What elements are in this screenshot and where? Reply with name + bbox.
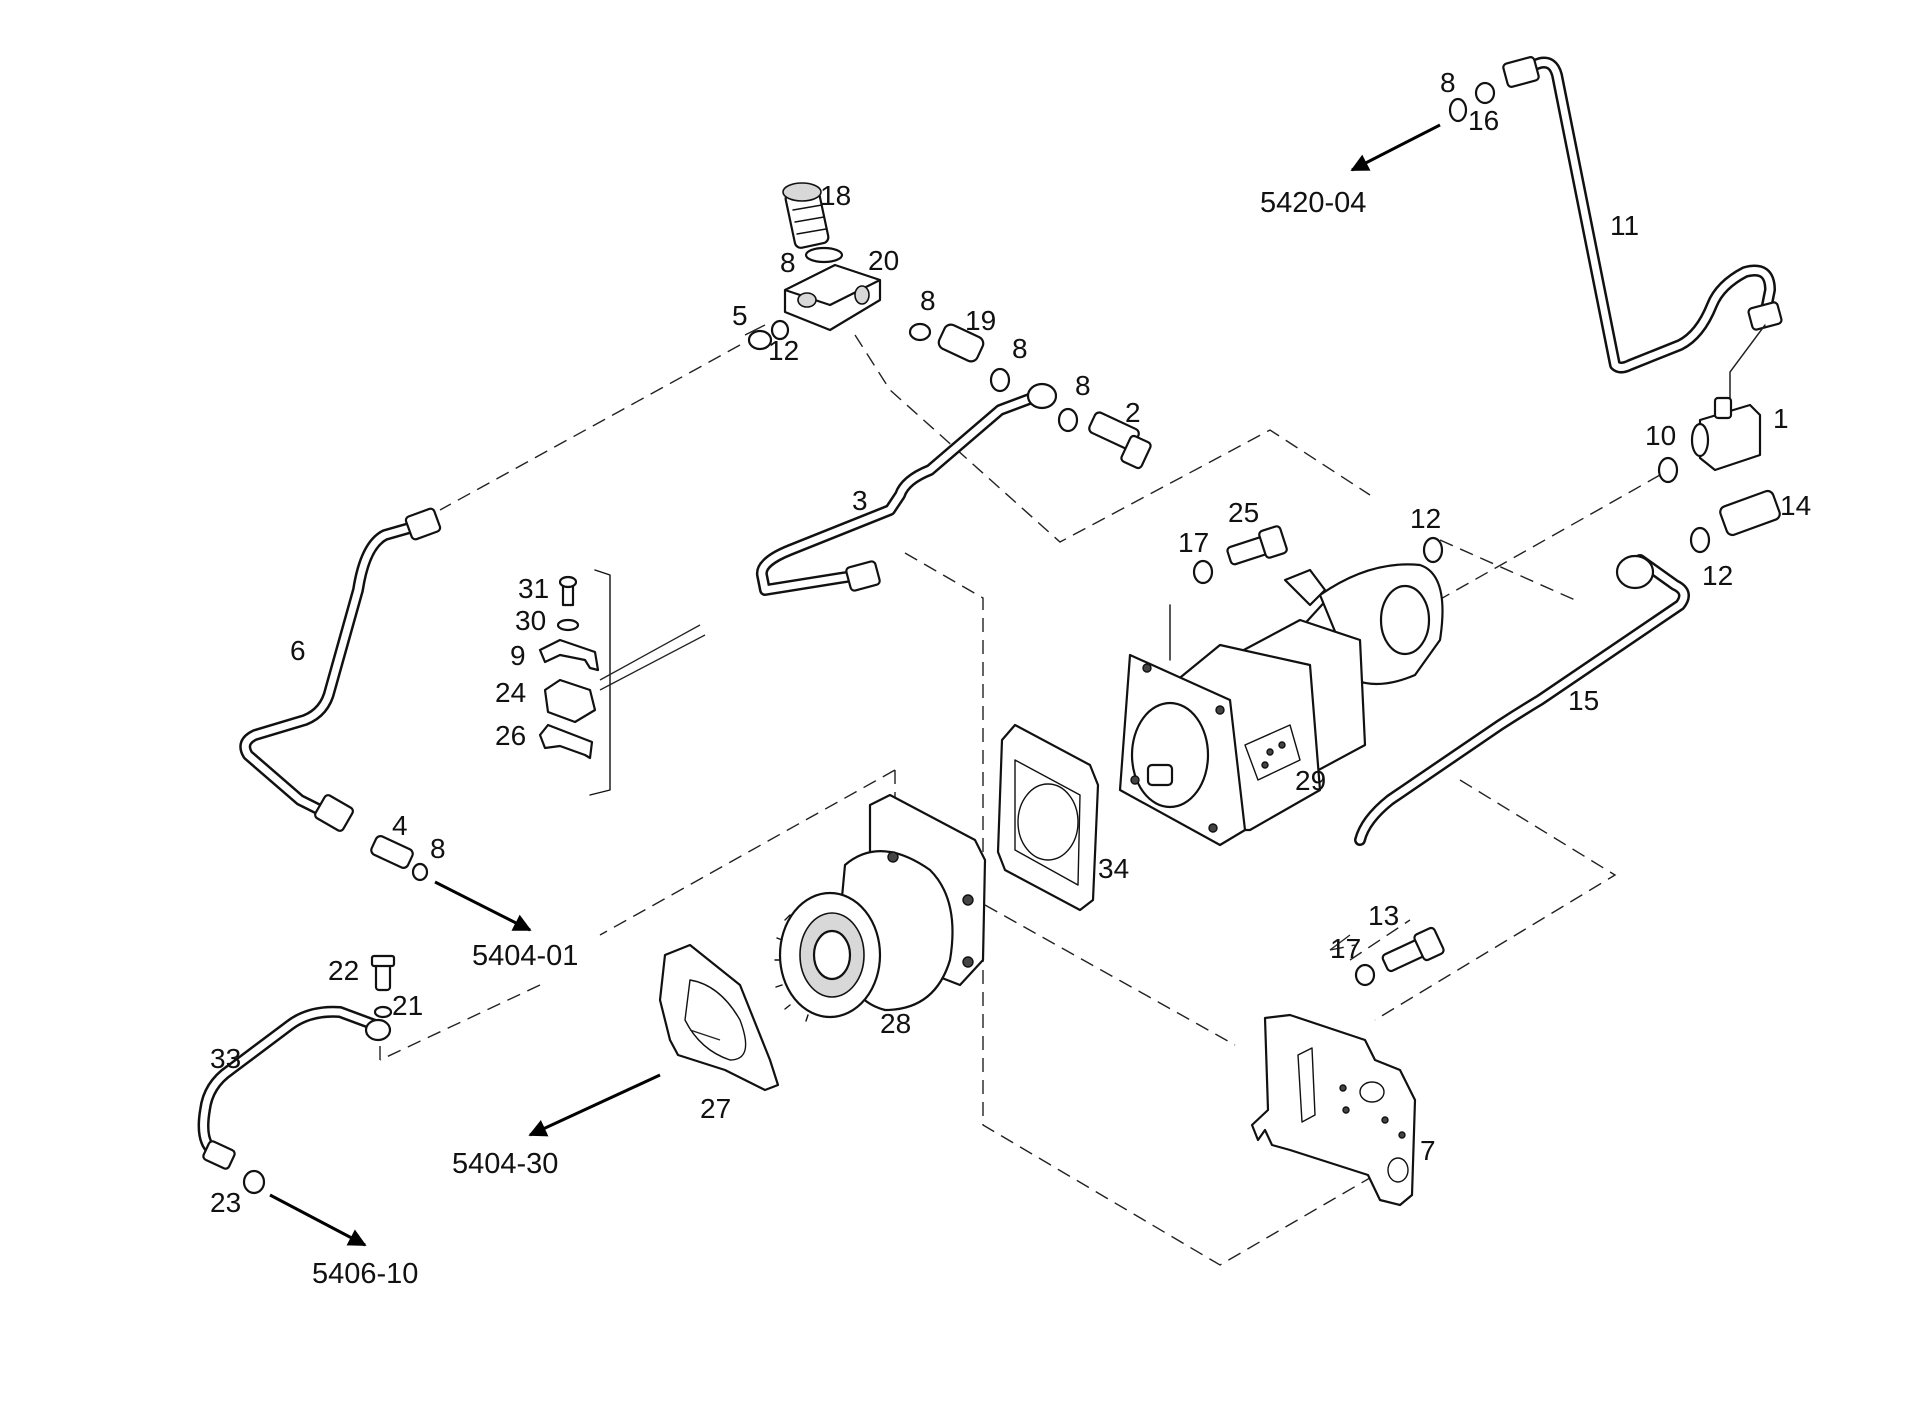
label-part-12-pump: 12 [1410, 503, 1441, 534]
seals-8-16-top [1448, 81, 1496, 123]
label-part-8-nipple-right: 8 [1012, 333, 1028, 364]
label-part-4: 4 [392, 810, 408, 841]
reference-5420-04: 5420-04 [1260, 187, 1366, 219]
label-part-26: 26 [495, 720, 526, 751]
label-part-24: 24 [495, 677, 526, 708]
leader-lines [599, 324, 1766, 1041]
fitting-5-12 [747, 319, 790, 351]
tee-fitting-1 [1690, 324, 1766, 472]
label-part-13: 13 [1368, 900, 1399, 931]
label-part-17-pump: 17 [1178, 527, 1209, 558]
hydraulic-pump-29 [1118, 563, 1444, 847]
pipe-3 [755, 382, 1058, 596]
gasket-34 [996, 723, 1100, 912]
drive-housing-28 [774, 793, 987, 1022]
label-part-1: 1 [1773, 403, 1789, 434]
label-part-10: 10 [1645, 420, 1676, 451]
pipe-33 [197, 1005, 392, 1170]
bolt-17-25 [1192, 525, 1444, 585]
reference-arrows [269, 123, 1441, 1247]
label-part-12-pipe: 12 [1702, 560, 1733, 591]
label-part-7: 7 [1420, 1135, 1436, 1166]
label-part-31: 31 [518, 573, 549, 604]
label-part-27: 27 [700, 1093, 731, 1124]
o-ring-8-top [804, 246, 844, 264]
label-part-8-block: 8 [780, 247, 796, 278]
label-part-2: 2 [1125, 397, 1141, 428]
label-part-21: 21 [392, 990, 423, 1021]
label-part-8-bolt: 8 [1075, 370, 1091, 401]
label-part-8-top: 8 [1440, 67, 1456, 98]
label-part-9: 9 [510, 640, 526, 671]
seals-10-14-12 [1657, 456, 1781, 554]
adapter-block-20 [783, 263, 882, 332]
label-part-30: 30 [515, 605, 546, 636]
label-part-28: 28 [880, 1008, 911, 1039]
label-part-33: 33 [210, 1043, 241, 1074]
label-part-22: 22 [328, 955, 359, 986]
nipple-19 [908, 322, 1011, 393]
label-part-8-fitting: 8 [430, 833, 446, 864]
label-part-3: 3 [852, 485, 868, 516]
clamp-stack-31-30-9-24-26 [538, 569, 611, 796]
bolt-13-17 [1354, 926, 1445, 987]
label-part-34: 34 [1098, 853, 1129, 884]
reference-labels: 5420-04 5404-01 5404-30 5406-10 [312, 187, 1366, 1290]
label-part-6: 6 [290, 635, 306, 666]
label-part-8-nipple-left: 8 [920, 285, 936, 316]
label-part-14: 14 [1780, 490, 1811, 521]
label-part-25: 25 [1228, 497, 1259, 528]
label-part-11: 11 [1610, 210, 1639, 241]
label-part-16: 16 [1468, 105, 1499, 136]
label-part-29: 29 [1295, 765, 1326, 796]
pipe-11 [1502, 56, 1783, 374]
nut-23 [242, 1169, 266, 1195]
gasket-27 [658, 943, 780, 1092]
reference-5404-30: 5404-30 [452, 1148, 558, 1180]
bolt-2 [1057, 407, 1152, 470]
pipe-15 [1354, 554, 1690, 846]
fitting-4-8 [370, 835, 429, 882]
label-part-5: 5 [732, 300, 748, 331]
banjo-bolt-18 [782, 182, 830, 249]
label-part-20: 20 [868, 245, 899, 276]
label-part-17-bracket: 17 [1330, 933, 1361, 964]
part-labels: 1 2 3 4 5 6 7 8 8 8 8 8 8 9 10 11 12 12 … [210, 67, 1811, 1218]
label-part-15: 15 [1568, 685, 1599, 716]
reference-5406-10: 5406-10 [312, 1258, 418, 1290]
bracket-7 [1250, 1013, 1417, 1207]
label-part-12-block: 12 [768, 335, 799, 366]
label-part-18: 18 [820, 180, 851, 211]
assembly-dashed-lines [379, 334, 1661, 1266]
pipe-6 [239, 507, 442, 832]
label-part-19: 19 [965, 305, 996, 336]
fitting-22-21 [370, 954, 396, 1019]
reference-5404-01: 5404-01 [472, 940, 578, 972]
label-part-23: 23 [210, 1187, 241, 1218]
